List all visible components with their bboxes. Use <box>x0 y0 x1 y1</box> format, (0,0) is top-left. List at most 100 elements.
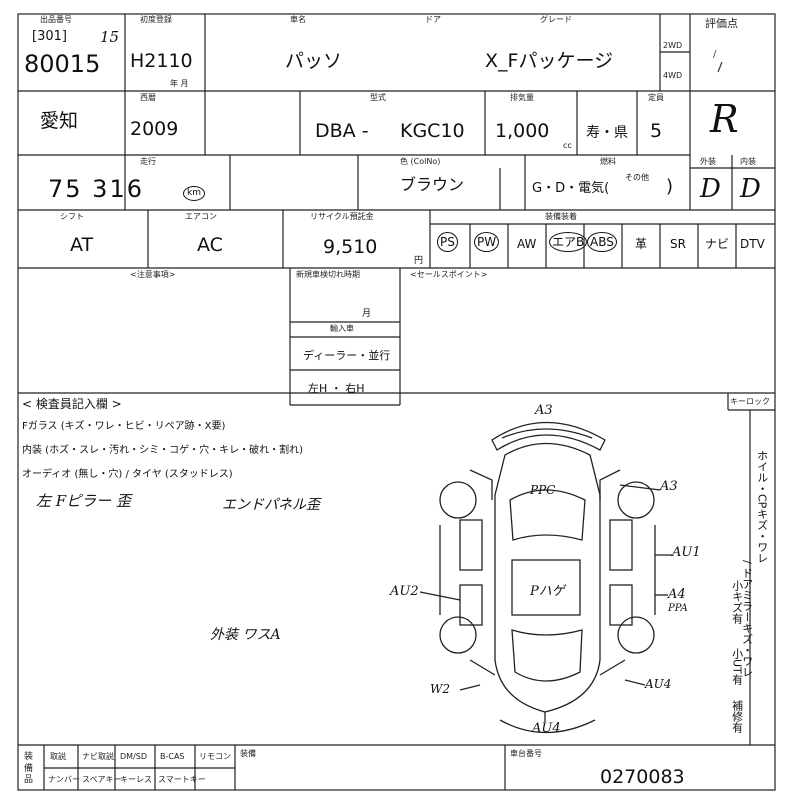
bottom-item-dm-sd: DM/SD <box>120 752 147 761</box>
equip-ps: PS <box>436 232 459 252</box>
equip-navi: ナビ <box>705 237 730 251</box>
mark-a3-top: A3 <box>535 403 553 418</box>
chassis-value: 0270083 <box>600 766 685 788</box>
label-year-month: 年 月 <box>170 79 189 88</box>
aircon-value: AC <box>197 234 223 256</box>
car-name-value: パッソ <box>285 50 343 72</box>
recycle-unit: 円 <box>414 256 424 266</box>
interior-grade: D <box>740 174 761 204</box>
model-prefix: DBA - <box>315 120 369 142</box>
bottom-item-manual: 取説 <box>50 752 66 761</box>
lot-number: 80015 <box>24 50 101 78</box>
label-color: 色 (ColNo) <box>400 157 441 166</box>
bottom-item-number: ナンバー <box>48 775 80 784</box>
label-key-lock: キーロック <box>730 397 770 406</box>
label-4wd: 4WD <box>663 71 683 80</box>
label-2wd: 2WD <box>663 41 683 50</box>
label-shift: シフト <box>60 212 84 221</box>
mark-ppc: PPC <box>530 483 556 497</box>
note-left-pillar: 左 Fピラー 歪 <box>36 492 131 510</box>
label-displacement: 排気量 <box>510 93 534 102</box>
score-grade: R <box>710 97 739 141</box>
fuel-close: ) <box>666 176 674 197</box>
history-month: 月 <box>362 309 372 319</box>
label-bottom-side: 装備品 <box>24 752 34 786</box>
side-note-2: / ドアミラーキズ・ワレ <box>740 560 754 678</box>
side-note-5: 補修有 <box>730 700 744 733</box>
inspector-line-interior: 内装 (ホズ・スレ・汚れ・シミ・コゲ・穴・キレ・破れ・割れ) <box>22 445 303 456</box>
inspector-title: < 検査員記入欄 > <box>22 397 122 411</box>
label-chassis: 車台番号 <box>510 749 542 758</box>
mark-a4: A4 <box>668 587 686 602</box>
equip-airbag: エアB <box>548 232 588 252</box>
label-first-reg: 初度登録 <box>140 15 172 24</box>
label-grade: グレード <box>540 15 572 24</box>
label-year: 西暦 <box>140 93 156 102</box>
first-reg-value: H2110 <box>130 50 193 72</box>
mileage-value: 75 316 <box>48 175 144 203</box>
label-capacity: 定員 <box>648 93 664 102</box>
equip-abs: ABS <box>586 232 618 252</box>
exterior-grade: D <box>700 174 721 204</box>
car-diagram <box>419 421 672 734</box>
label-door: ドア <box>425 15 441 24</box>
recycle-value: 9,510 <box>323 236 378 258</box>
bottom-item-smart-key: スマートキー <box>158 775 206 784</box>
inspector-line-glass: Fガラス (キズ・ワレ・ヒビ・リペア跡・X要) <box>22 421 226 432</box>
lot-corner-note: 15 <box>100 28 120 46</box>
mark-p-hage: Pハゲ <box>530 584 565 599</box>
equip-sr: SR <box>670 237 686 251</box>
side-note-1: ホイル・CPキズ・ワレ <box>755 450 769 564</box>
label-model: 型式 <box>370 93 386 102</box>
shift-value: AT <box>70 234 94 256</box>
steering-value: 左H ・ 右H <box>308 382 365 395</box>
mark-w2: W2 <box>430 682 450 696</box>
mark-a3-right: A3 <box>660 479 678 494</box>
side-note-3: 小キズ有 <box>730 580 744 624</box>
mark-au4-bottom: AU4 <box>532 721 561 736</box>
prefecture-value: 愛知 <box>40 110 79 132</box>
note-exterior: 外装 ワスA <box>210 627 281 643</box>
label-mileage: 走行 <box>140 157 156 166</box>
bottom-item-spare-key: スペアキー <box>82 775 122 784</box>
bottom-item-remote: リモコン <box>199 752 231 761</box>
note-end-panel: エンドパネル歪 <box>222 497 320 513</box>
year-value: 2009 <box>130 118 179 140</box>
capacity-value: 5 <box>650 120 663 142</box>
mark-ppa: PPA <box>668 603 688 614</box>
inspector-line-audio: オーディオ (無し・穴) / タイヤ (スタッドレス) <box>22 469 233 480</box>
lot-bracket: [301] <box>32 29 67 44</box>
equip-pw: PW <box>473 232 500 252</box>
label-sales-point: <セールスポイント> <box>410 270 488 279</box>
color-value: ブラウン <box>400 175 465 194</box>
equip-leather: 革 <box>635 237 648 251</box>
label-cautions: <注意事項> <box>130 270 176 279</box>
label-import: 輸入車 <box>330 324 354 333</box>
bottom-item-keyless: キーレス <box>120 775 152 784</box>
label-recycle: リサイクル預託金 <box>310 212 374 221</box>
bottom-item-bcas: B-CAS <box>160 752 185 761</box>
grade-value: X_Fパッケージ <box>485 50 614 72</box>
label-score: 評価点 <box>705 17 738 30</box>
mark-au2: AU2 <box>390 584 419 599</box>
label-car-name: 車名 <box>290 15 306 24</box>
mark-au1: AU1 <box>672 545 701 560</box>
import-value: ディーラー・並行 <box>303 349 391 362</box>
fuel-options: G・D・電気( <box>532 181 610 196</box>
label-aircon: エアコン <box>185 212 217 221</box>
mileage-unit: km <box>183 186 205 201</box>
label-equipment: 装備装着 <box>545 212 577 221</box>
label-entry-no: 出品番号 <box>40 15 72 24</box>
equip-aw: AW <box>517 237 537 251</box>
usage-value: 寿・県 <box>586 125 628 141</box>
side-note-4: 小UT有 <box>730 648 744 685</box>
label-bottom-equip: 装備 <box>240 749 256 758</box>
label-fuel: 燃料 <box>600 157 616 166</box>
score-mark: / <box>713 49 717 60</box>
fuel-other: その他 <box>625 173 649 182</box>
bottom-item-navi-manual: ナビ取説 <box>82 752 114 761</box>
label-history: 新規車検切れ時期 <box>296 270 360 279</box>
label-exterior: 外装 <box>700 157 716 166</box>
